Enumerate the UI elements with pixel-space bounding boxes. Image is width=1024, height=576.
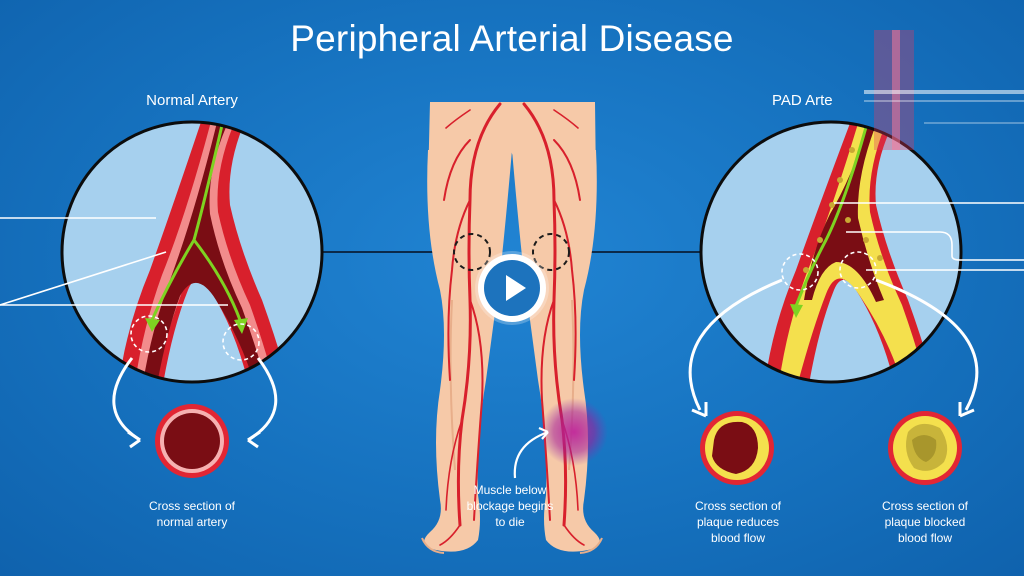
normal-cross-section-caption: Cross section of normal artery	[112, 498, 272, 530]
legs-illustration	[421, 102, 608, 554]
caption-line: Muscle below	[473, 483, 547, 497]
muscle-arrow	[513, 430, 549, 479]
blocked-flow-cross-section-icon	[888, 411, 962, 485]
caption-line: blood flow	[710, 531, 766, 545]
page-title: Peripheral Arterial Disease	[290, 18, 734, 59]
caption-line: Cross section of	[148, 499, 236, 513]
knee-marker-left	[453, 233, 491, 271]
caption-line: plaque reduces	[696, 515, 780, 529]
knee-marker-right	[532, 233, 570, 271]
reduced-flow-caption: Cross section of plaque reduces blood fl…	[658, 498, 818, 546]
reduced-flow-cross-section-icon	[700, 411, 774, 485]
normal-artery-circle	[0, 120, 324, 384]
caption-line: plaque blocked	[884, 515, 966, 529]
pad-artery-label: PAD Arte	[772, 92, 833, 109]
caption-line: Cross section of	[694, 499, 782, 513]
caption-line: normal artery	[156, 515, 228, 529]
caption-line: blockage begins	[466, 499, 554, 513]
play-button[interactable]	[478, 254, 546, 322]
normal-cross-section-icon	[155, 404, 229, 478]
normal-artery-label: Normal Artery	[146, 92, 238, 109]
pad-artery-circle	[699, 120, 1024, 384]
caption-line: Cross section of	[881, 499, 969, 513]
muscle-damage-marker	[540, 398, 608, 466]
caption-line: to die	[495, 515, 525, 529]
muscle-caption: Muscle below blockage begins to die	[440, 482, 580, 530]
caption-line: blood flow	[897, 531, 953, 545]
play-icon	[484, 260, 540, 316]
blocked-flow-caption: Cross section of plaque blocked blood fl…	[845, 498, 1005, 546]
